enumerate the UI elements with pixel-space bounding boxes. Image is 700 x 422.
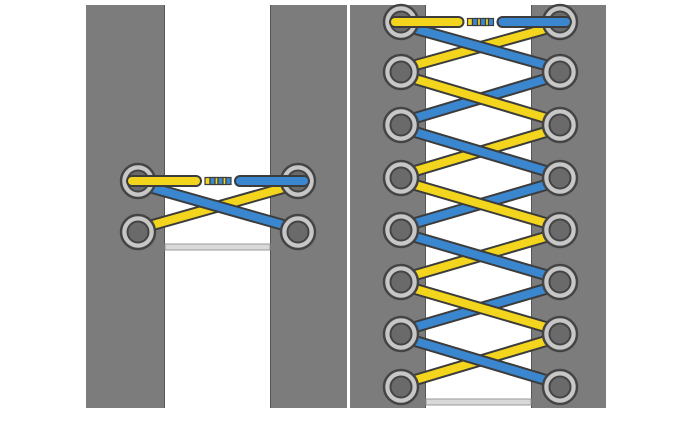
eyelet-right xyxy=(541,263,579,301)
bottom-lace-segment xyxy=(164,243,271,251)
lace-cross-segment xyxy=(399,280,562,336)
eyelet-right xyxy=(541,368,579,406)
lace-cross-segment xyxy=(399,20,562,74)
eyelet-left xyxy=(382,211,420,249)
eyelet-right xyxy=(541,211,579,249)
lace-cross-segment xyxy=(399,123,562,180)
lace-cross-segment xyxy=(136,179,300,234)
eyelet-left xyxy=(382,159,420,197)
eyelet-right xyxy=(541,53,579,91)
left-shoe-flap xyxy=(86,5,165,408)
eyelet-left xyxy=(382,263,420,301)
bottom-lace-segment xyxy=(425,398,532,406)
eyelet-right xyxy=(541,106,579,144)
lace-cross-segment xyxy=(399,228,562,284)
right-shoe-flap xyxy=(270,5,347,408)
eyelet-left xyxy=(382,106,420,144)
eyelet-left xyxy=(119,213,157,251)
eight-eyelet-lacing-panel xyxy=(350,3,606,408)
eyelet-right xyxy=(541,315,579,353)
two-eyelet-lacing-panel xyxy=(86,5,347,408)
lace-end-blue xyxy=(209,175,310,187)
eyelet-right xyxy=(541,159,579,197)
eyelet-right xyxy=(279,213,317,251)
eyelet-left xyxy=(382,315,420,353)
eyelet-left xyxy=(382,53,420,91)
lace-cross-segment xyxy=(399,332,562,389)
lace-cross-segment xyxy=(399,70,562,127)
lace-end-blue xyxy=(471,16,572,28)
lace-cross-segment xyxy=(399,176,562,232)
eyelet-left xyxy=(382,368,420,406)
